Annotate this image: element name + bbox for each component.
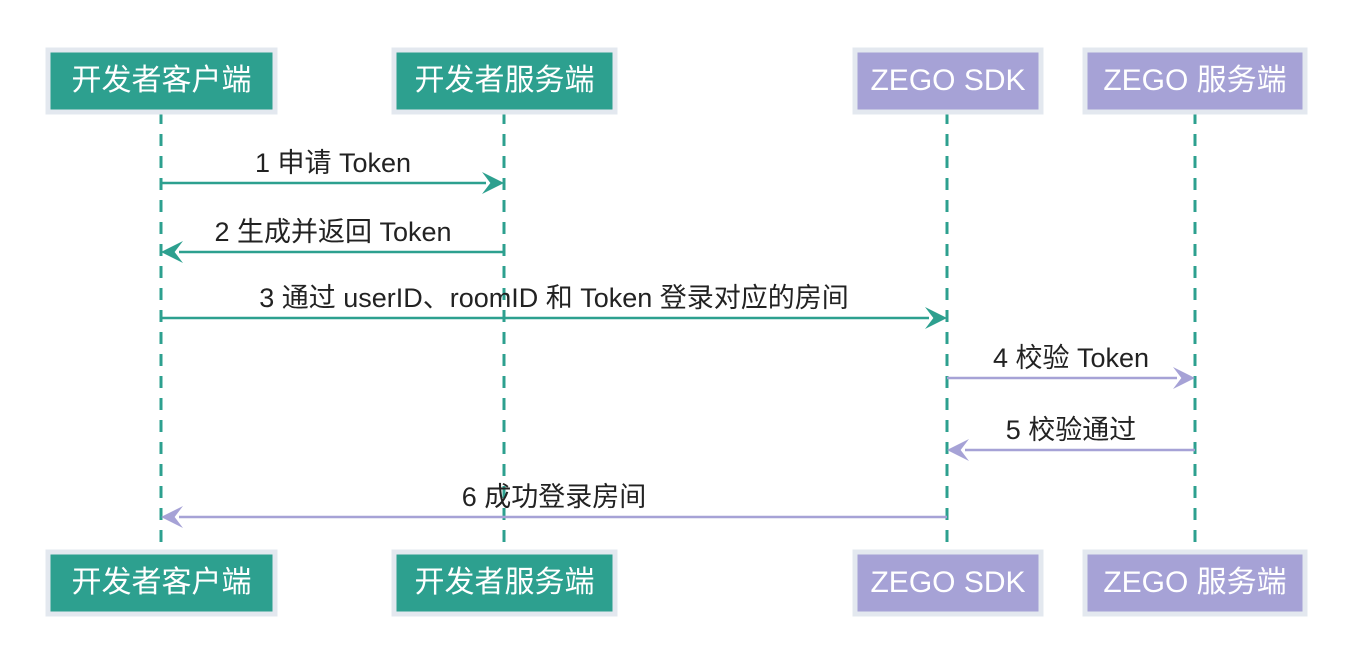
participant-label-zego-server-top: ZEGO 服务端 <box>1103 64 1286 97</box>
participant-dev-server-bottom[interactable]: 开发者服务端 <box>391 549 618 617</box>
message-4: 4 校验 Token <box>947 343 1195 389</box>
participant-box-zego-server-bottom <box>1082 549 1308 617</box>
participant-dev-client-bottom[interactable]: 开发者客户端 <box>45 549 278 617</box>
participant-box-dev-client-top <box>45 47 278 115</box>
message-5: 5 校验通过 <box>947 415 1195 461</box>
message-arrowhead-5 <box>947 439 969 461</box>
participant-label-dev-client-bottom: 开发者客户端 <box>72 566 252 599</box>
message-label-4: 4 校验 Token <box>993 343 1149 373</box>
lifelines-layer <box>159 112 1197 552</box>
message-label-6: 6 成功登录房间 <box>462 482 647 512</box>
message-6: 6 成功登录房间 <box>161 482 947 528</box>
message-arrowhead-2 <box>161 241 183 263</box>
message-3: 3 通过 userID、roomID 和 Token 登录对应的房间 <box>161 283 947 329</box>
message-1: 1 申请 Token <box>161 148 504 194</box>
participant-label-dev-server-top: 开发者服务端 <box>415 64 595 97</box>
participant-label-zego-sdk-bottom: ZEGO SDK <box>870 566 1025 599</box>
participant-box-dev-client-bottom <box>45 549 278 617</box>
message-arrowhead-6 <box>161 506 183 528</box>
participant-label-zego-sdk-top: ZEGO SDK <box>870 64 1025 97</box>
participant-dev-client-top[interactable]: 开发者客户端 <box>45 47 278 115</box>
message-arrowhead-3 <box>925 307 947 329</box>
message-2: 2 生成并返回 Token <box>161 217 504 263</box>
participant-dev-server-top[interactable]: 开发者服务端 <box>391 47 618 115</box>
participant-zego-server-top[interactable]: ZEGO 服务端 <box>1082 47 1308 115</box>
message-arrowhead-1 <box>482 172 504 194</box>
participant-box-dev-server-top <box>391 47 618 115</box>
participant-box-zego-server-top <box>1082 47 1308 115</box>
message-label-3: 3 通过 userID、roomID 和 Token 登录对应的房间 <box>259 283 849 313</box>
messages-layer: 1 申请 Token 2 生成并返回 Token 3 通过 userID、roomI… <box>161 148 1195 528</box>
participant-zego-sdk-top[interactable]: ZEGO SDK <box>852 47 1044 115</box>
participant-box-dev-server-bottom <box>391 549 618 617</box>
message-arrowhead-4 <box>1173 367 1195 389</box>
participant-zego-sdk-bottom[interactable]: ZEGO SDK <box>852 549 1044 617</box>
participant-label-dev-client-top: 开发者客户端 <box>72 64 252 97</box>
message-label-5: 5 校验通过 <box>1006 415 1137 445</box>
message-label-1: 1 申请 Token <box>255 148 411 178</box>
participant-label-zego-server-bottom: ZEGO 服务端 <box>1103 566 1286 599</box>
participant-box-zego-sdk-top <box>852 47 1044 115</box>
message-label-2: 2 生成并返回 Token <box>214 217 451 247</box>
participant-box-zego-sdk-bottom <box>852 549 1044 617</box>
participant-label-dev-server-bottom: 开发者服务端 <box>415 566 595 599</box>
participant-zego-server-bottom[interactable]: ZEGO 服务端 <box>1082 549 1308 617</box>
